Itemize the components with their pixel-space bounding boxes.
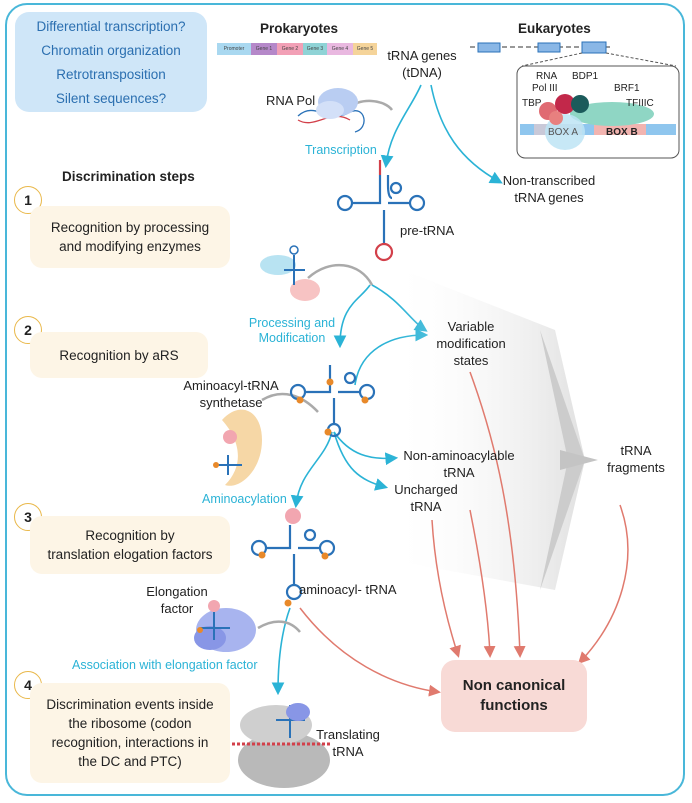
non-transcribed-label: tRNA genes xyxy=(514,190,584,205)
nc-text: Non canonical xyxy=(462,677,566,694)
non-canonical-functions-box: Non canonical functions xyxy=(441,660,587,732)
processing-label: Processing and xyxy=(248,316,336,330)
discrimination-steps-title: Discrimination steps xyxy=(62,169,195,184)
question-item: Chromatin organization xyxy=(41,43,181,58)
aars-label: Aminoacyl-tRNA xyxy=(183,378,279,393)
operon-segment: Gene 3 xyxy=(303,43,327,55)
operon-segment: Promoter xyxy=(217,43,251,55)
translating-trna-label: Translating xyxy=(316,727,380,742)
eukaryote-genes xyxy=(470,41,677,67)
step-text: Discrimination events inside xyxy=(46,697,214,712)
step-text: the ribosome (codon xyxy=(68,716,192,731)
translating-trna-label: tRNA xyxy=(332,744,364,759)
step-text: and modifying enzymes xyxy=(59,239,201,254)
operon-segment: Gene 4 xyxy=(327,43,353,55)
inset-box-b-label: BOX B xyxy=(606,127,638,138)
nc-text: functions xyxy=(480,697,548,714)
pol3-inset xyxy=(516,65,680,159)
elongation-factor-label: factor xyxy=(160,601,194,616)
inset-bdp1-label: BDP1 xyxy=(572,71,599,82)
aminoacylation-label: Aminoacylation xyxy=(202,492,287,506)
step-text: Recognition by processing xyxy=(50,220,210,235)
step-box-4: Discrimination events inside the ribosom… xyxy=(30,683,230,783)
inset-tbp-label: TBP xyxy=(522,98,542,109)
questions-box: Differential transcription? Chromatin or… xyxy=(15,12,207,112)
ribosome-icon xyxy=(232,703,330,788)
step-text: Recognition by xyxy=(85,528,175,543)
trna-fragments-label: tRNA xyxy=(620,443,652,458)
uncharged-label: Uncharged xyxy=(394,482,458,497)
tdna-label: (tDNA) xyxy=(402,65,442,80)
inset-tfiiic-label: TFIIIC xyxy=(626,98,654,109)
non-aminoacylable-label: tRNA xyxy=(443,465,475,480)
prokaryote-operon: Promoter Gene 1 Gene 2 Gene 3 Gene 4 Gen… xyxy=(217,43,377,55)
association-label: Association with elongation factor xyxy=(72,658,258,672)
question-item: Silent sequences? xyxy=(55,91,167,106)
red-arrows xyxy=(299,371,629,697)
pre-trna-label: pre-tRNA xyxy=(400,223,455,238)
variable-mod-label: Variable xyxy=(447,319,495,334)
step-number-2: 2 xyxy=(14,316,42,344)
processing-label: Modification xyxy=(258,331,326,345)
rna-pol-label: RNA Pol xyxy=(266,93,316,108)
outer-frame xyxy=(5,3,685,796)
trna-fragments-label: fragments xyxy=(607,460,665,475)
operon-segment: Gene 1 xyxy=(251,43,277,55)
elongation-factor-label: Elongation xyxy=(146,584,208,599)
aminoacyl-trna-label: aminoacyl- tRNA xyxy=(299,582,397,597)
uncharged-label: tRNA xyxy=(410,499,442,514)
aars-enzyme-icon xyxy=(213,409,262,486)
step-text: the DC and PTC) xyxy=(78,754,182,769)
question-item: Retrotransposition xyxy=(56,67,166,82)
eukaryotes-heading: Eukaryotes xyxy=(518,21,591,36)
inset-rna-label: RNA xyxy=(536,71,558,82)
modification-dots xyxy=(296,378,369,436)
amino-acid-icon xyxy=(285,508,301,524)
question-item: Differential transcription? xyxy=(36,19,186,34)
processing-enzyme-icon xyxy=(260,245,320,301)
step-text: recognition, interactions in xyxy=(51,735,209,750)
inset-pol3-label: Pol III xyxy=(532,83,558,94)
rna-pol-icon xyxy=(297,88,365,133)
operon-segment: Gene 5 xyxy=(353,43,377,55)
non-aminoacylable-label: Non-aminoacylable xyxy=(403,448,515,463)
step-box-1: Recognition by processing and modifying e… xyxy=(30,206,230,268)
step-box-2: Recognition by aRS xyxy=(30,332,208,378)
protein-tails xyxy=(257,99,394,633)
step-text: translation elogation factors xyxy=(47,547,213,562)
variable-mod-label: states xyxy=(453,353,489,368)
trna-genes-label: tRNA genes xyxy=(387,48,457,63)
fragments-wedge xyxy=(390,265,598,590)
step-box-3: Recognition by translation elogation fact… xyxy=(30,516,230,574)
pre-trna-icon xyxy=(336,160,426,262)
variable-mod-label: modification xyxy=(436,336,506,351)
step-text: Recognition by aRS xyxy=(59,347,179,363)
prokaryotes-heading: Prokaryotes xyxy=(260,21,339,36)
elongation-factor-icon xyxy=(194,600,256,652)
modification-dots xyxy=(258,551,329,607)
operon-segment: Gene 2 xyxy=(277,43,303,55)
non-transcribed-label: Non-transcribed xyxy=(502,173,596,188)
inset-brf1-label: BRF1 xyxy=(614,83,640,94)
aars-label: synthetase xyxy=(199,395,263,410)
transcription-label: Transcription xyxy=(305,143,377,157)
inset-box-a-label: BOX A xyxy=(548,127,579,138)
